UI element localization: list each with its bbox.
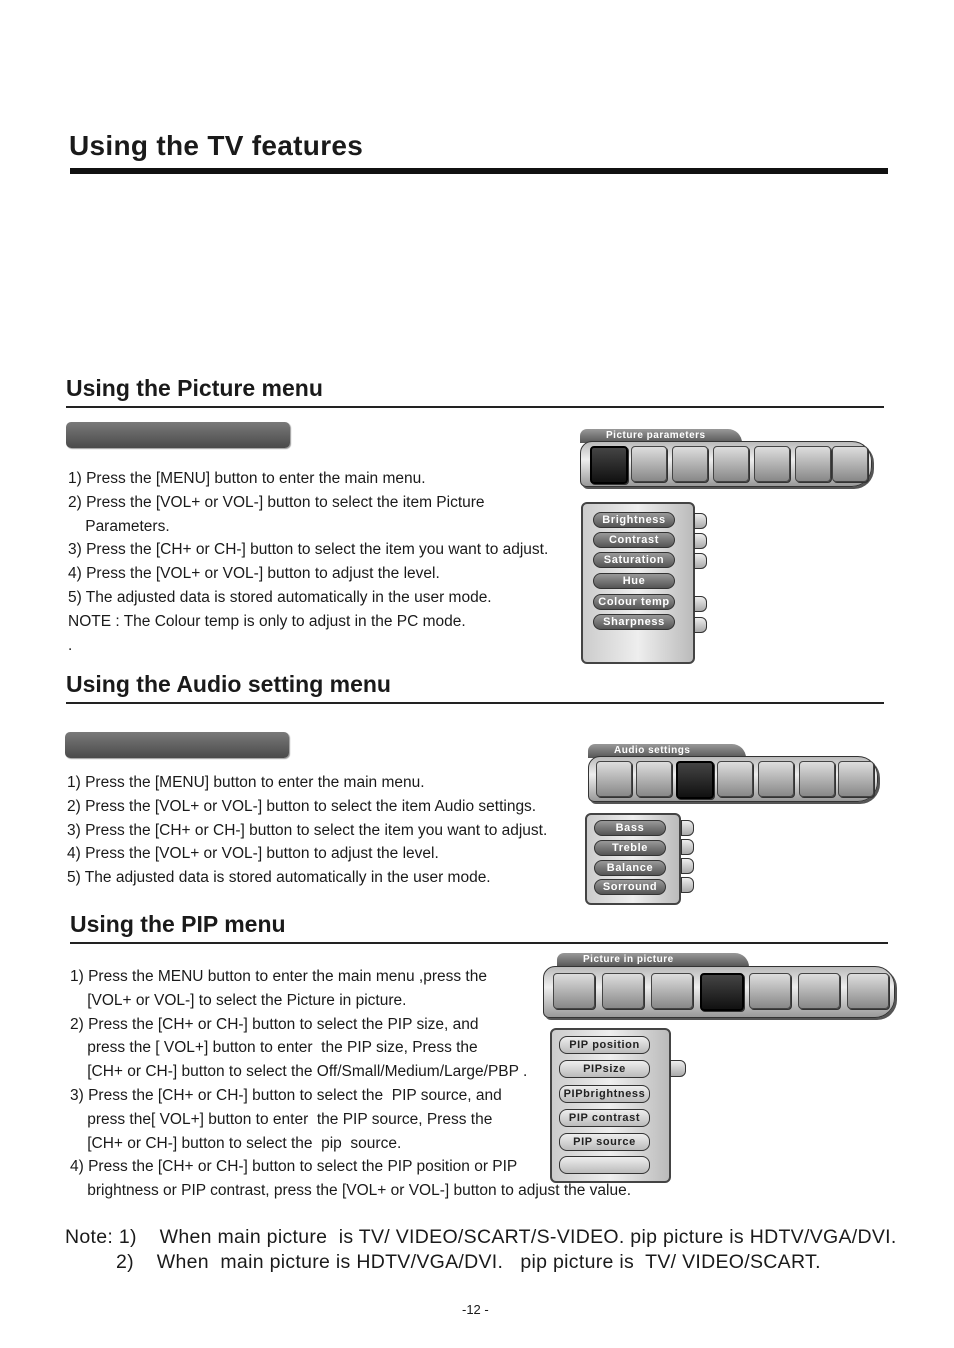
monitor-icon xyxy=(631,446,667,482)
title-divider xyxy=(70,168,888,174)
tv-icon xyxy=(590,446,628,484)
note-line-1: Note: 1) When main picture is TV/ VIDEO/… xyxy=(65,1226,897,1248)
balance-item: Balance xyxy=(594,860,666,876)
picture-section-divider xyxy=(66,406,884,408)
audio-section-heading: Using the Audio setting menu xyxy=(66,671,391,697)
audio-steps: 1) Press the [MENU] button to enter the … xyxy=(67,774,548,887)
bass-item: Bass xyxy=(594,820,666,836)
contrast-item: Contrast xyxy=(593,532,675,548)
speaker-icon xyxy=(672,446,708,482)
pip-empty-item xyxy=(559,1156,650,1174)
picture-menu-bar: Picture parameters xyxy=(580,429,875,491)
monitor-icon xyxy=(636,761,672,797)
picture-section-heading: Using the Picture menu xyxy=(66,375,323,401)
pip-position-item: PIP position xyxy=(559,1036,650,1054)
wrench-icon xyxy=(847,973,889,1009)
page-number: -12 - xyxy=(462,1302,489,1317)
pip-window-icon xyxy=(713,446,749,482)
saturation-item: Saturation xyxy=(593,552,675,568)
treble-item: Treble xyxy=(594,840,666,856)
pip-section-divider xyxy=(70,942,888,944)
hue-item: Hue xyxy=(593,573,675,589)
pip-size-item: PIPsize xyxy=(559,1060,650,1078)
speaker-icon xyxy=(676,761,714,799)
satellite-dish-icon xyxy=(758,761,794,797)
pip-source-item: PIP source xyxy=(559,1133,650,1151)
audio-section-bar xyxy=(65,732,289,758)
pip-window-icon xyxy=(717,761,753,797)
lock-icon xyxy=(795,446,831,482)
pip-brightness-item: PIPbrightness xyxy=(559,1085,650,1103)
audio-section-divider xyxy=(66,702,884,704)
slider-knob xyxy=(694,553,707,569)
slider-knob xyxy=(694,596,707,612)
wrench-icon xyxy=(832,446,868,482)
slider-knob xyxy=(681,858,694,874)
satellite-dish-icon xyxy=(754,446,790,482)
wrench-icon xyxy=(838,761,874,797)
picture-section-bar xyxy=(66,422,290,448)
pip-menu-title: Picture in picture xyxy=(557,953,749,967)
slider-knob xyxy=(681,820,694,836)
slider-knob xyxy=(681,839,694,855)
pip-contrast-item: PIP contrast xyxy=(559,1109,650,1127)
audio-menu-title: Audio settings xyxy=(588,744,746,758)
pip-section-heading: Using the PIP menu xyxy=(70,911,286,937)
sorround-item: Sorround xyxy=(594,879,666,895)
slider-knob xyxy=(681,877,694,893)
slider-knob xyxy=(670,1060,686,1077)
audio-menu-bar: Audio settings xyxy=(588,744,883,806)
note-line-2: 2) When main picture is HDTV/VGA/DVI. pi… xyxy=(116,1251,821,1273)
pip-menu-bar: Picture in picture xyxy=(543,953,895,1021)
picture-menu-title: Picture parameters xyxy=(580,429,742,443)
brightness-item: Brightness xyxy=(593,512,675,528)
monitor-icon xyxy=(602,973,644,1009)
picture-steps: 1) Press the [MENU] button to enter the … xyxy=(68,470,549,654)
colour-temp-item: Colour temp xyxy=(593,594,675,610)
slider-knob xyxy=(694,617,707,633)
page-title: Using the TV features xyxy=(69,130,364,161)
slider-knob xyxy=(694,513,707,529)
lock-icon xyxy=(798,973,840,1009)
tv-icon xyxy=(596,761,632,797)
pip-steps: 1) Press the MENU button to enter the ma… xyxy=(70,968,632,1200)
speaker-icon xyxy=(651,973,693,1009)
slider-knob xyxy=(694,533,707,549)
lock-icon xyxy=(799,761,835,797)
tv-icon xyxy=(553,973,595,1009)
pip-window-icon xyxy=(700,973,744,1011)
satellite-dish-icon xyxy=(749,973,791,1009)
sharpness-item: Sharpness xyxy=(593,614,675,630)
